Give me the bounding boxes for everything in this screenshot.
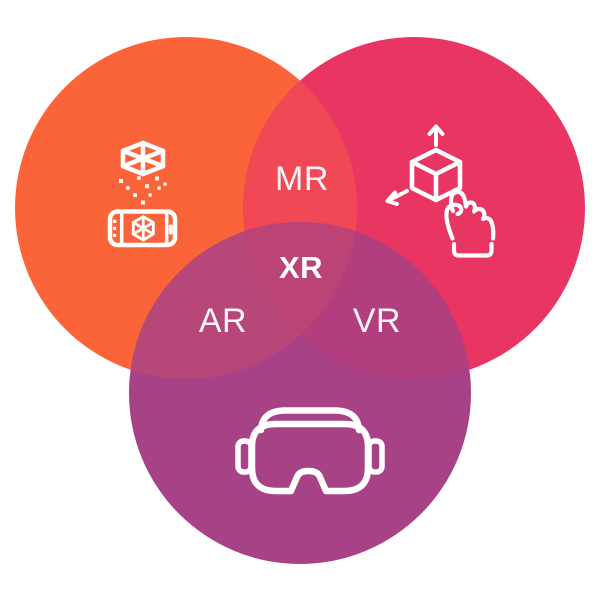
particle-dots bbox=[119, 176, 167, 205]
headset-right-strap-tab bbox=[366, 438, 385, 475]
region-ar-overlap bbox=[129, 222, 357, 379]
vr-headset-icon bbox=[235, 407, 385, 495]
ar-smartphone-cube-icon bbox=[107, 140, 178, 248]
label-xr: XR bbox=[279, 250, 323, 285]
up-arrow-icon bbox=[427, 124, 445, 147]
label-ar: AR bbox=[199, 302, 247, 340]
label-vr: VR bbox=[353, 302, 401, 340]
region-vr-overlap bbox=[243, 222, 471, 379]
pointing-hand bbox=[444, 189, 496, 258]
rotate-arrow-icon bbox=[385, 189, 409, 206]
label-mr: MR bbox=[275, 160, 329, 198]
hand-gesture-cube-icon bbox=[385, 124, 496, 258]
headset-left-strap-tab bbox=[235, 438, 254, 475]
